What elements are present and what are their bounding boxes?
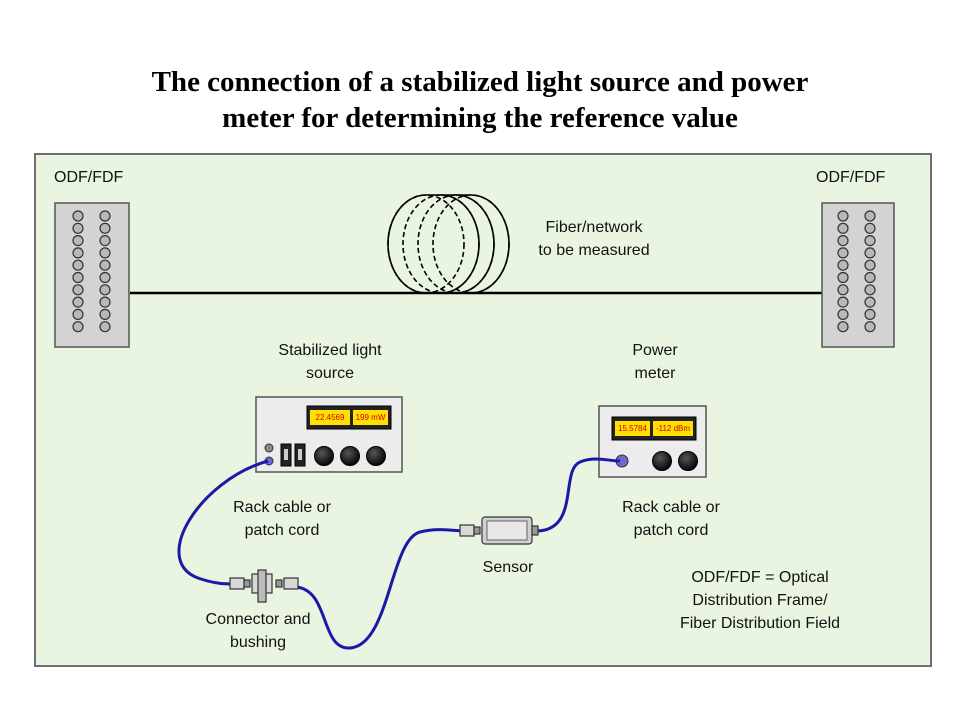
light-source-label-line-1: Stabilized light [278, 342, 382, 359]
odf-port [837, 308, 849, 320]
meter-display-value-2: -112 dBm [653, 421, 693, 436]
fiber-coil [387, 194, 510, 294]
fiber-label: Fiber/network to be measured [514, 216, 674, 262]
fiber-label-line-2: to be measured [538, 242, 650, 259]
odf-port [99, 308, 111, 320]
odf-port [72, 222, 84, 234]
rack-cable-right [536, 457, 621, 533]
light-source-label: Stabilized light source [250, 339, 410, 385]
odf-port [72, 247, 84, 259]
rack-cable-left-label-line-1: Rack cable or [233, 499, 331, 516]
odf-port [72, 235, 84, 247]
power-meter-label: Power meter [595, 339, 715, 385]
connector-label: Connector and bushing [183, 608, 333, 654]
odf-port [72, 321, 84, 333]
rack-cable-left [177, 459, 269, 586]
odf-port [864, 247, 876, 259]
odf-port [864, 210, 876, 222]
odf-left-label: ODF/FDF [54, 169, 124, 186]
diagram-title: The connection of a stabilized light sou… [0, 64, 960, 136]
odf-port [99, 271, 111, 284]
odf-port [837, 210, 849, 222]
odf-port [99, 296, 111, 308]
odf-port [864, 222, 876, 234]
source-display-value-1: 22.4569 [310, 410, 350, 425]
meter-display-value-1: 15.5784 [615, 421, 650, 436]
odf-frame-left [54, 202, 130, 348]
connector-label-line-1: Connector and [205, 611, 311, 628]
odf-port [864, 321, 876, 333]
odf-port [72, 284, 84, 296]
diagram-panel [34, 153, 932, 667]
power-meter-label-line-1: Power [632, 342, 678, 359]
odf-port [72, 210, 84, 222]
odf-port [99, 284, 111, 296]
source-display-value-2: 199 mW [353, 410, 388, 425]
patch-cord-middle [295, 528, 463, 650]
title-line-1: The connection of a stabilized light sou… [151, 66, 809, 98]
odf-port [837, 247, 849, 259]
odf-port [72, 271, 84, 284]
connector-bushing [229, 569, 299, 603]
rack-cable-left-label-line-2: patch cord [244, 522, 320, 539]
rack-cable-right-label-line-1: Rack cable or [622, 499, 720, 516]
odf-port [72, 296, 84, 308]
odf-port [837, 235, 849, 247]
odf-port [99, 321, 111, 333]
light-source-device [255, 396, 403, 473]
odf-port [99, 259, 111, 271]
odf-port [864, 259, 876, 271]
power-meter-device [598, 405, 707, 478]
odf-port [99, 222, 111, 234]
rack-cable-right-label-line-2: patch cord [633, 522, 709, 539]
odf-port [864, 284, 876, 296]
odf-port [864, 271, 876, 284]
fiber-label-line-1: Fiber/network [545, 219, 643, 236]
sensor-device [459, 516, 539, 545]
sensor-label: Sensor [482, 559, 534, 576]
odf-port [99, 210, 111, 222]
legend-line-1: ODF/FDF = Optical [691, 569, 829, 586]
rack-cable-left-label: Rack cable or patch cord [207, 496, 357, 542]
odf-port [837, 259, 849, 271]
odf-port [864, 235, 876, 247]
odf-port [837, 321, 849, 333]
rack-cable-right-label: Rack cable or patch cord [596, 496, 746, 542]
odf-right-label: ODF/FDF [816, 169, 886, 186]
title-line-2: meter for determining the reference valu… [222, 102, 738, 134]
odf-port [99, 247, 111, 259]
odf-port [72, 259, 84, 271]
connector-label-line-2: bushing [229, 634, 287, 651]
odf-port [99, 235, 111, 247]
odf-port [72, 308, 84, 320]
odf-port [837, 284, 849, 296]
odf-port [837, 222, 849, 234]
odf-port [864, 296, 876, 308]
odf-port [837, 271, 849, 284]
odf-frame-right [821, 202, 895, 348]
legend-line-2: Distribution Frame/ [692, 592, 828, 609]
odf-port [837, 296, 849, 308]
legend-text: ODF/FDF = Optical Distribution Frame/ Fi… [650, 566, 870, 635]
light-source-label-line-2: source [305, 365, 355, 382]
power-meter-label-line-2: meter [634, 365, 676, 382]
legend-line-3: Fiber Distribution Field [679, 615, 841, 632]
odf-port [864, 308, 876, 320]
